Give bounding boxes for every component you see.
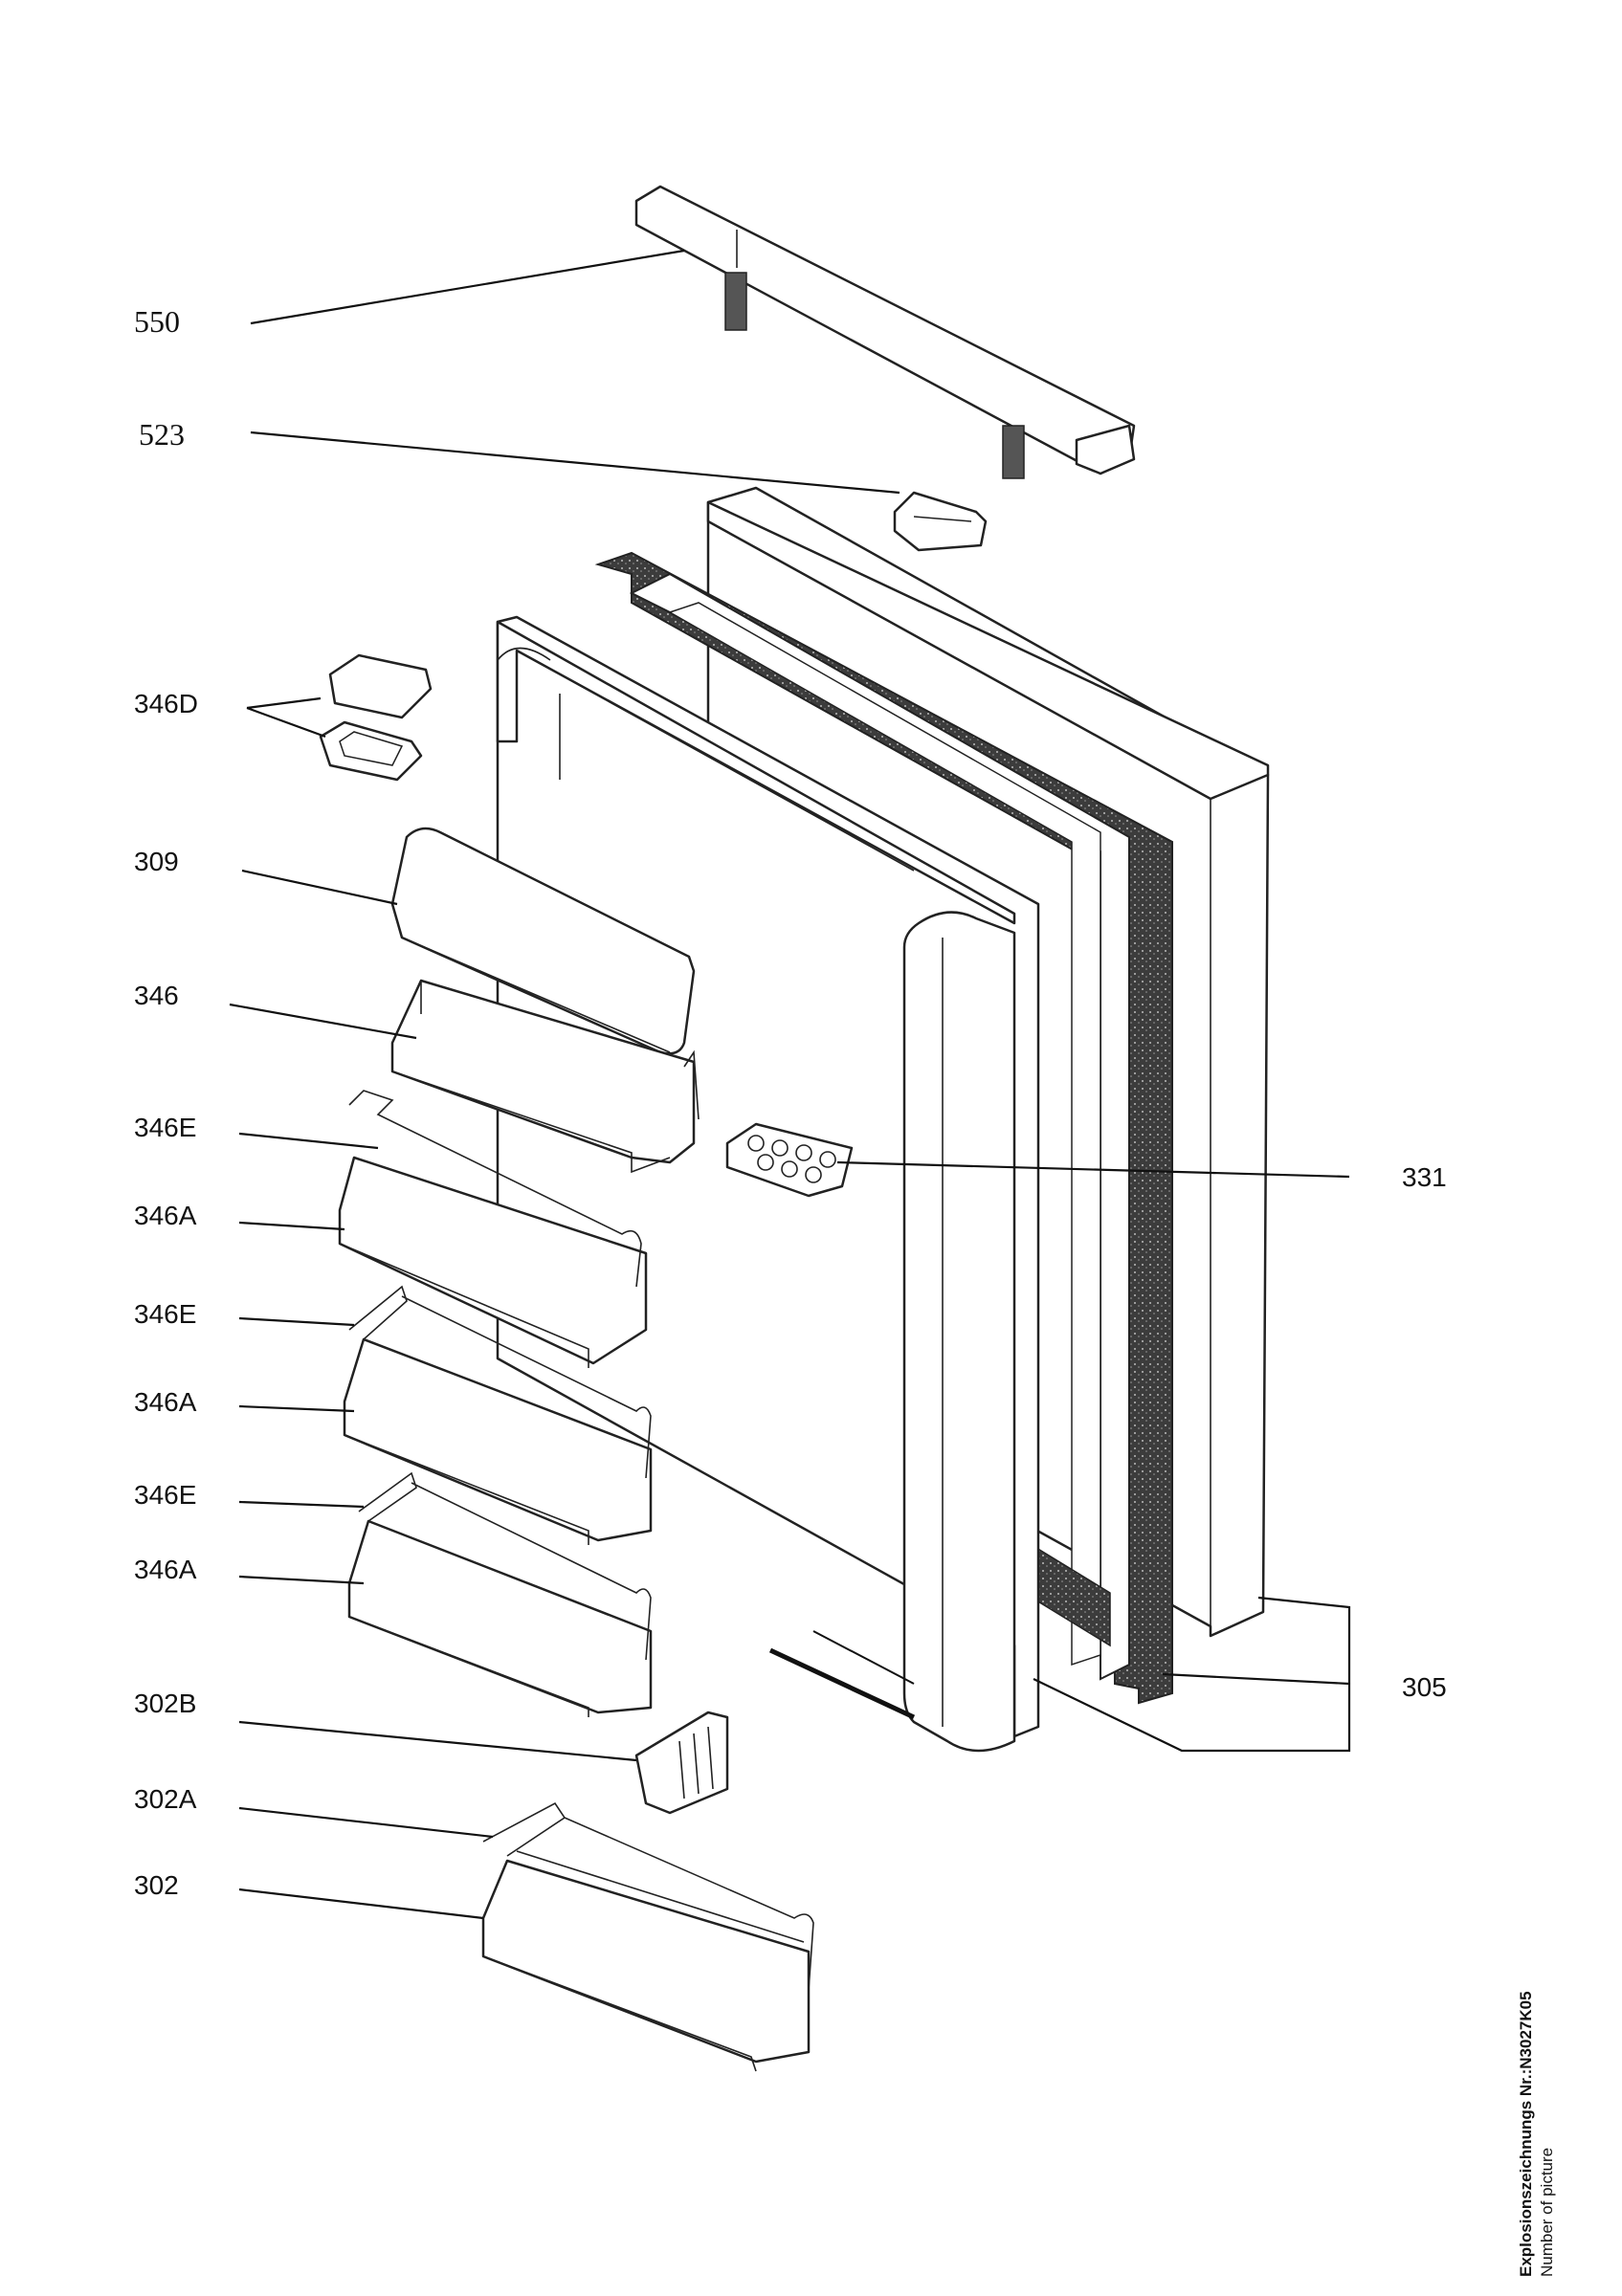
part-302B-clip bbox=[634, 1711, 729, 1815]
part-346A-shelf-3 bbox=[347, 1471, 653, 1717]
label-346A-1: 346A bbox=[134, 1201, 197, 1230]
part-523-block bbox=[893, 491, 988, 552]
label-346A-3: 346A bbox=[134, 1555, 197, 1584]
part-346-shelf bbox=[390, 979, 700, 1174]
part-331-egg-tray bbox=[725, 1122, 854, 1198]
leader-lines bbox=[229, 249, 1351, 1920]
drawing-reference-number: Explosionszeichnungs Nr.:N3027K05 bbox=[1517, 1991, 1535, 2277]
label-346E-2: 346E bbox=[134, 1299, 196, 1329]
part-302A-rail bbox=[482, 1801, 814, 1991]
label-331: 331 bbox=[1402, 1162, 1447, 1192]
part-labels: 550 523 346D 309 346 346E 346A 346E 346A… bbox=[134, 304, 1447, 1900]
label-302: 302 bbox=[134, 1870, 179, 1900]
label-346D: 346D bbox=[134, 689, 198, 718]
part-302-bottle-shelf bbox=[481, 1850, 811, 2072]
door-gasket bbox=[594, 551, 1173, 1705]
label-302B: 302B bbox=[134, 1689, 196, 1718]
part-346D-lid bbox=[319, 653, 433, 782]
door-frame-strip bbox=[516, 650, 1016, 1753]
label-302A: 302A bbox=[134, 1784, 197, 1814]
label-309: 309 bbox=[134, 847, 179, 876]
label-523: 523 bbox=[139, 417, 185, 452]
part-346A-shelf-2 bbox=[343, 1285, 653, 1545]
label-305: 305 bbox=[1402, 1672, 1447, 1702]
label-346E-3: 346E bbox=[134, 1480, 196, 1510]
label-346E-1: 346E bbox=[134, 1113, 196, 1142]
label-346: 346 bbox=[134, 981, 179, 1010]
part-346A-shelf-1 bbox=[338, 1090, 648, 1368]
lower-rods bbox=[768, 1630, 916, 1720]
part-550-hinge-cover bbox=[634, 185, 1136, 479]
label-346A-2: 346A bbox=[134, 1387, 197, 1417]
label-550: 550 bbox=[134, 304, 180, 339]
drawing-reference-caption: Number of picture bbox=[1538, 2147, 1556, 2277]
